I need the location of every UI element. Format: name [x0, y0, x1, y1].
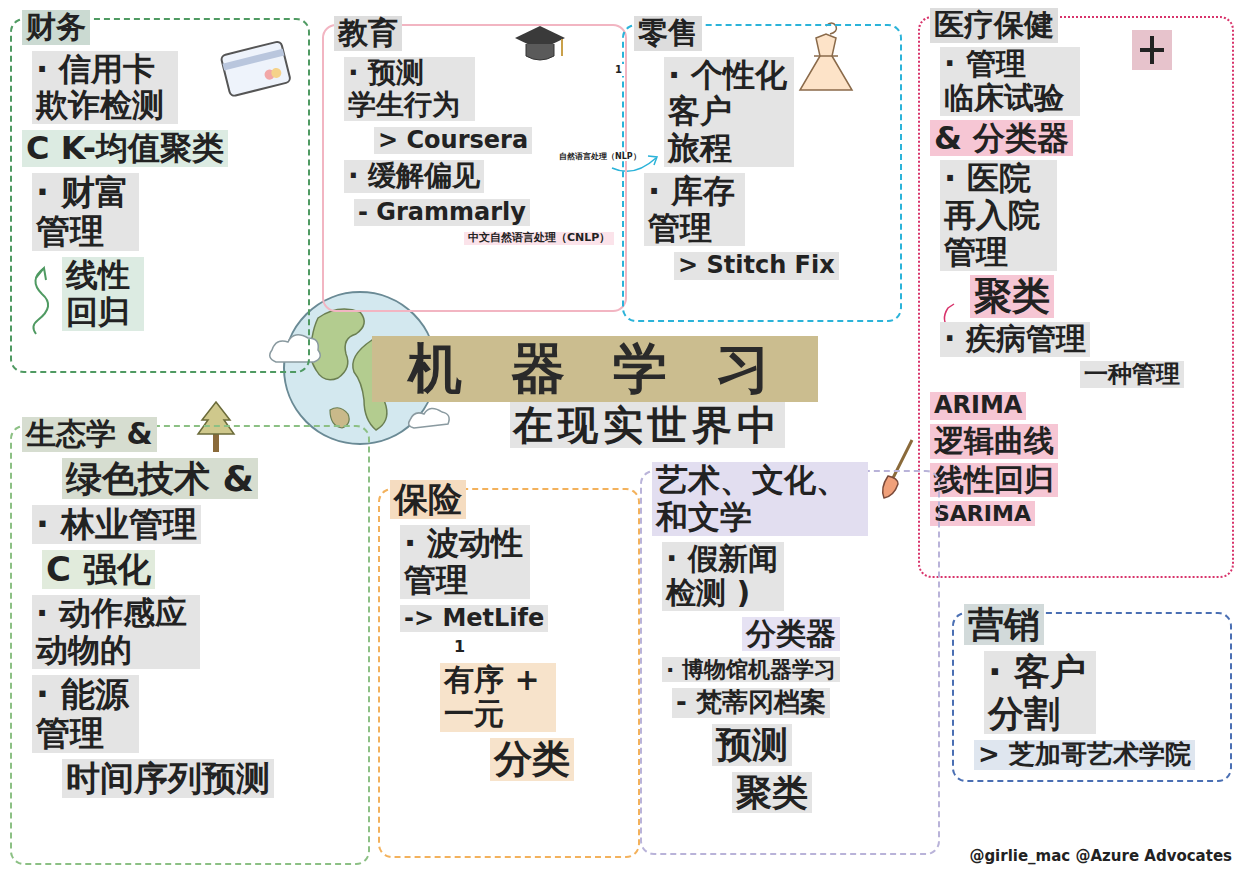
topic-text: · 能源 管理: [32, 675, 139, 753]
topic-text: - 梵蒂冈档案: [672, 688, 830, 718]
topic-region: 生态学 &绿色技术 &· 林业管理C 强化· 动作感应 动物的· 能源 管理时间…: [10, 425, 370, 865]
topic-text: 逻辑曲线: [930, 424, 1058, 459]
topic-text: SARIMA: [930, 501, 1035, 526]
topic-region: 营销· 客户 分割> 芝加哥艺术学院: [952, 612, 1232, 782]
region-heading: 教育: [334, 16, 402, 51]
topic-text: · 林业管理: [32, 505, 201, 544]
topic-text: & 分类器: [930, 120, 1073, 157]
topic-text: 分类器: [742, 617, 840, 652]
topic-text: · 个性化 客户 旅程: [664, 57, 794, 167]
topic-text: - Grammarly: [354, 199, 530, 227]
topic-region: 零售· 个性化 客户 旅程· 库存 管理> Stitch Fix: [622, 24, 902, 322]
topic-region: 艺术、文化、 和文学· 假新闻 检测 )分类器· 博物馆机器学习- 梵蒂冈档案预…: [640, 470, 940, 855]
topic-text: C 强化: [42, 550, 155, 589]
title: 机器学习: [372, 336, 818, 402]
medical-cross-icon: [1132, 30, 1172, 70]
region-heading: 零售: [634, 16, 702, 51]
tree-icon: [213, 432, 219, 452]
topic-text: 聚类: [970, 275, 1054, 319]
globe-illustration: [409, 408, 449, 428]
topic-text: ARIMA: [930, 392, 1026, 420]
medical-cross-icon: [1140, 48, 1164, 52]
topic-region: 保险· 波动性 管理-> MetLife1有序 + 一元分类: [378, 488, 640, 858]
region-heading: 生态学 &: [22, 417, 157, 452]
topic-text: 1: [450, 638, 469, 656]
graduation-cap-icon: [561, 39, 563, 56]
topic-text: · 财富 管理: [32, 173, 139, 251]
topic-text: · 缓解偏见: [344, 160, 484, 192]
topic-text: 分类: [490, 738, 574, 782]
topic-region: 教育· 预测 学生行为> Coursera· 缓解偏见- Grammarly中文…: [322, 24, 627, 312]
topic-region: 医疗保健· 管理 临床试验& 分类器· 医院 再入院 管理聚类· 疾病管理一种管…: [918, 16, 1234, 578]
topic-text: 聚类: [732, 772, 812, 813]
pointer-arrow: [648, 156, 657, 165]
graduation-cap-icon: [515, 26, 565, 60]
region-heading: 医疗保健: [930, 8, 1058, 43]
topic-text: · 医院 再入院 管理: [940, 160, 1057, 270]
topic-text: 线性 回归: [62, 257, 144, 331]
topic-text: · 疾病管理: [940, 322, 1090, 357]
topic-text: 一种管理: [1080, 361, 1184, 389]
topic-text: -> MetLife: [400, 605, 548, 633]
topic-text: > 芝加哥艺术学院: [974, 740, 1195, 770]
tree-icon: [198, 402, 234, 452]
credit-card-icon: [221, 41, 291, 97]
topic-text: · 预测 学生行为: [344, 57, 475, 121]
tree-icon: [198, 402, 234, 434]
dress-icon: [800, 23, 852, 90]
region-heading: 财务: [22, 10, 90, 45]
brush-icon: [893, 440, 912, 478]
topic-text: 预测: [712, 724, 792, 765]
topic-text: · 博物馆机器学习: [662, 657, 840, 682]
brush-icon: [883, 476, 898, 498]
credit: @girlie_mac @Azure Advocates: [966, 848, 1235, 865]
topic-text: · 客户 分割: [984, 651, 1096, 734]
medical-cross-icon: [1132, 30, 1172, 70]
topic-text: · 管理 临床试验: [940, 47, 1080, 116]
topic-text: 绿色技术 &: [62, 458, 258, 499]
topic-text: > Stitch Fix: [674, 252, 839, 280]
dress-icon: [814, 55, 838, 57]
region-heading: 营销: [964, 604, 1044, 645]
region-heading: 艺术、文化、 和文学: [652, 462, 868, 536]
subtitle: 在现实世界中: [510, 402, 785, 448]
topic-text: C K-均值聚类: [22, 130, 228, 167]
region-heading: 保险: [390, 480, 466, 519]
graduation-cap-icon: [526, 44, 554, 60]
globe-illustration: [270, 335, 321, 362]
annotation: 自然语言处理（NLP）: [556, 152, 644, 161]
curly-arrow: [33, 268, 48, 334]
brush-icon: [883, 440, 912, 498]
topic-text: · 假新闻 检测 ): [662, 542, 784, 611]
curly-arrow: [36, 268, 46, 280]
credit-card-icon: [221, 41, 291, 97]
callout-number: 1: [612, 64, 625, 76]
topic-region: 财务· 信用卡 欺诈检测C K-均值聚类· 财富 管理线性 回归: [10, 18, 310, 373]
dress-icon: [800, 34, 852, 90]
topic-text: · 库存 管理: [644, 173, 745, 247]
curly-arrow: [33, 268, 48, 334]
topic-text: 时间序列预测: [62, 759, 274, 798]
topic-text: 中文自然语言处理（CNLP）: [464, 232, 614, 245]
credit-card-icon: [270, 67, 282, 79]
topic-text: 有序 + 一元: [440, 663, 556, 732]
topic-text: · 信用卡 欺诈检测: [32, 51, 178, 125]
topic-text: · 波动性 管理: [400, 525, 530, 599]
topic-text: 线性回归: [930, 463, 1058, 498]
topic-text: > Coursera: [374, 127, 532, 155]
topic-text: · 动作感应 动物的: [32, 595, 200, 669]
credit-card-icon: [223, 49, 285, 71]
